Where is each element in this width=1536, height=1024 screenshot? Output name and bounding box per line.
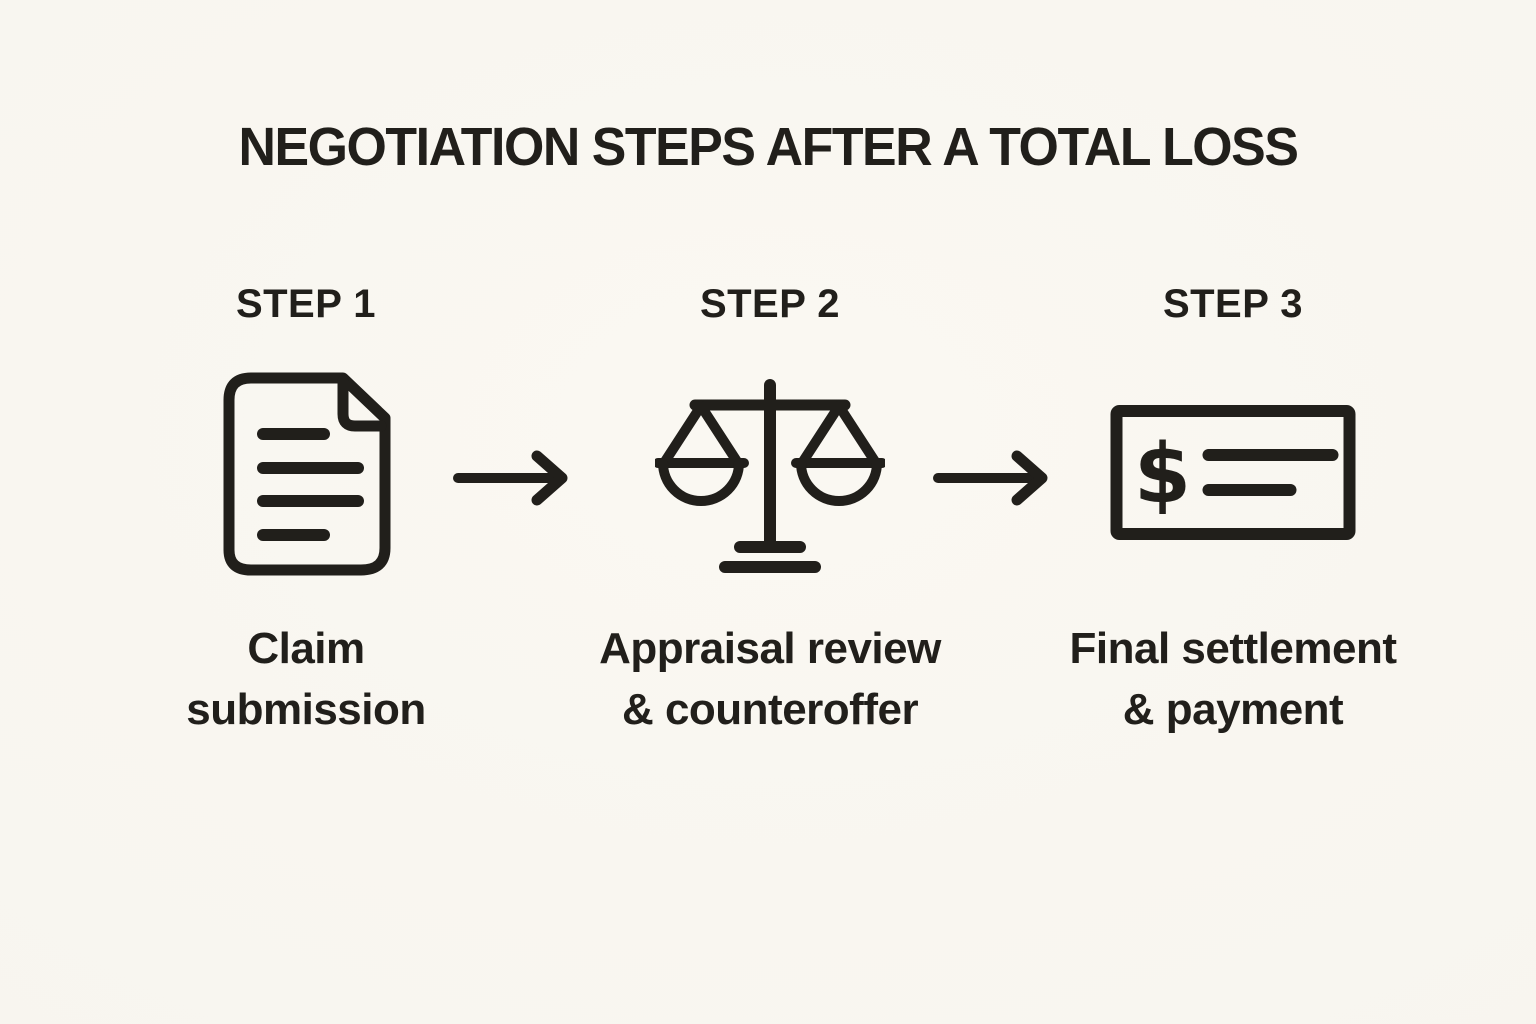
arrow-right-icon <box>932 446 1067 510</box>
step-1-column: STEP 1 Claim submission <box>126 0 486 1024</box>
step-2-column: STEP 2 Appraisal review & counteroffer <box>590 0 950 1024</box>
step-2-label: STEP 2 <box>699 282 841 326</box>
step-1-caption-line1: Claim <box>247 624 365 673</box>
document-icon <box>221 372 391 578</box>
step-3-label: STEP 3 <box>1162 282 1304 326</box>
step-3-caption: Final settlement & payment <box>1013 618 1453 740</box>
step-2-caption-line2: & counteroffer <box>621 685 919 734</box>
step-2-caption-line1: Appraisal review <box>599 624 941 673</box>
arrow-right-icon <box>452 446 587 510</box>
dollar-sign-glyph: $ <box>1134 427 1191 522</box>
balance-scale-icon <box>655 375 885 575</box>
page-title: NEGOTIATION STEPS AFTER A TOTAL LOSS <box>238 117 1299 177</box>
step-3-caption-line1: Final settlement <box>1069 624 1397 673</box>
step-2-caption: Appraisal review & counteroffer <box>550 618 990 740</box>
payment-check-icon: $ <box>1110 405 1356 540</box>
step-1-label: STEP 1 <box>235 282 377 326</box>
step-1-caption: Claim submission <box>86 618 526 740</box>
step-3-caption-line2: & payment <box>1122 685 1344 734</box>
step-1-caption-line2: submission <box>186 685 426 734</box>
step-3-column: STEP 3 $ Final settlement & payment <box>1053 0 1413 1024</box>
